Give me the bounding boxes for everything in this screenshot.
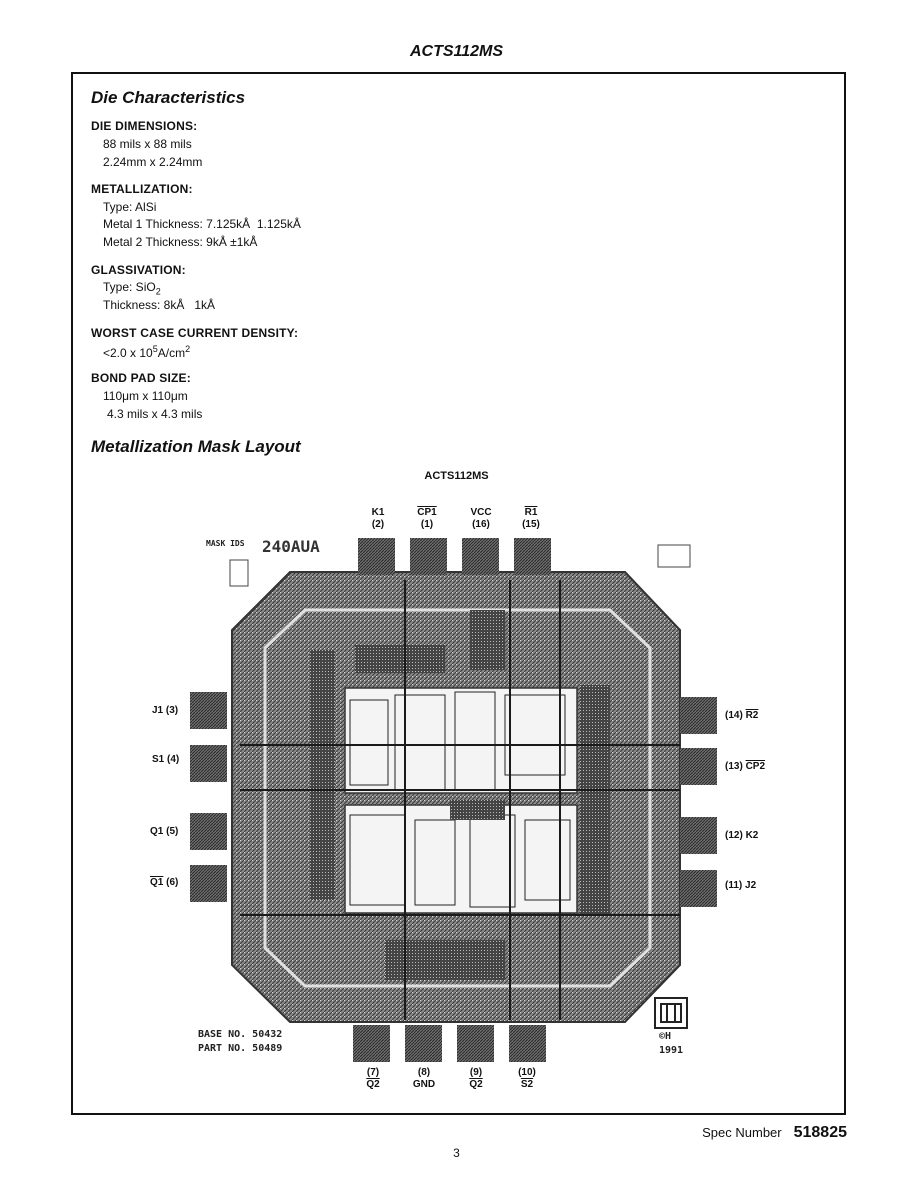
die-code-label: 240AUA (262, 537, 320, 556)
current-density-heading: WORST CASE CURRENT DENSITY: (91, 326, 299, 340)
die-dimensions-heading: DIE DIMENSIONS: (91, 119, 198, 133)
bond-pad-mils: 4.3 mils x 4.3 mils (107, 407, 203, 421)
copyright-year: 1991 (659, 1045, 684, 1056)
guard-ring (263, 608, 652, 988)
pin-label-q1-bar: Q1 (6) (150, 877, 179, 888)
die-dimensions-mm: 2.24mm x 2.24mm (103, 155, 203, 169)
pin-label-vcc: VCC(16) (470, 507, 492, 530)
pin-label-s1: S1 (4) (152, 754, 180, 765)
pin-label-k2: (12) K2 (725, 830, 759, 841)
document-title: ACTS112MS (409, 43, 504, 60)
content-frame (71, 72, 846, 1115)
die-mask-layout-image (190, 538, 717, 1062)
core-lower (344, 804, 578, 914)
pin-label-k1: K1(2) (371, 507, 385, 530)
part-number-label: PART NO. 50489 (198, 1043, 283, 1054)
pin-label-cp1: CP1(1) (417, 507, 437, 530)
base-number-label: BASE NO. 50432 (198, 1029, 283, 1040)
die-dimensions-mils: 88 mils x 88 mils (103, 137, 192, 151)
metallization-heading: METALLIZATION: (91, 182, 193, 196)
mask-layout-caption: ACTS112MS (424, 470, 489, 482)
die-characteristics-title: Die Characteristics (91, 88, 246, 107)
bond-pad-microns: 110μm x 110μm (103, 389, 188, 403)
mask-ids-label: MASK IDS (206, 539, 245, 548)
glassivation-heading: GLASSIVATION: (91, 263, 186, 277)
pin-label-j1: J1 (3) (152, 705, 179, 716)
core-upper (344, 687, 578, 794)
pin-label-s2: (10)S2 (518, 1067, 536, 1090)
bond-pad-heading: BOND PAD SIZE: (91, 371, 191, 385)
pin-label-j2: (11) J2 (725, 880, 757, 891)
pin-label-r1: R1(15) (522, 507, 540, 530)
glassivation-thickness: Thickness: 8kÅ 1kÅ (103, 298, 216, 312)
pin-label-q2-7: (7)Q2 (366, 1067, 380, 1090)
metallization-type: Type: AlSi (103, 200, 157, 214)
glassivation-type: Type: SiO2 (103, 280, 161, 297)
mask-layout-title: Metallization Mask Layout (91, 437, 301, 456)
current-density-value: <2.0 x 105A/cm2 (103, 344, 191, 360)
metal2-thickness: Metal 2 Thickness: 9kÅ ±1kÅ (103, 235, 258, 249)
manufacturer-logo (654, 997, 688, 1029)
pin-label-q1: Q1 (5) (150, 826, 179, 837)
copyright-mark: ©H (659, 1031, 672, 1042)
pin-label-gnd: (8)GND (412, 1067, 436, 1090)
pin-label-cp2: (13) CP2 (725, 761, 766, 772)
pin-label-q2-9: (9)Q2 (469, 1067, 483, 1090)
pin-label-r2: (14) R2 (725, 710, 759, 721)
metal1-thickness: Metal 1 Thickness: 7.125kÅ 1.125kÅ (103, 217, 301, 231)
page-number: 3 (453, 1146, 460, 1160)
